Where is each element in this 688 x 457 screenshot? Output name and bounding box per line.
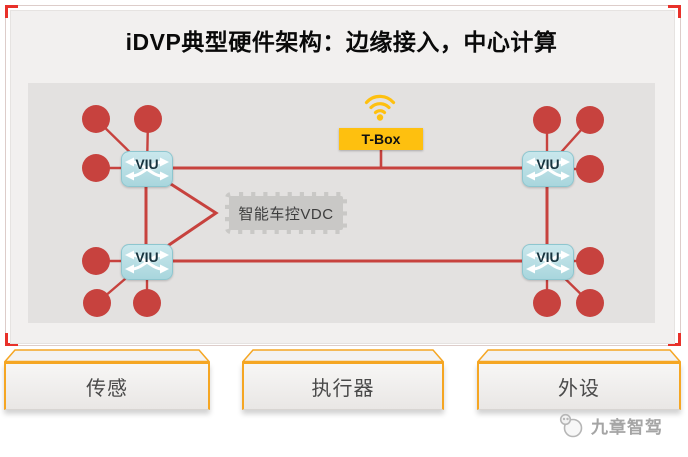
viu-label: VIU: [536, 156, 560, 172]
viu-node-bottom-left: VIU: [121, 244, 173, 280]
bottom-box-peripherals: 外设: [477, 349, 681, 410]
page-title: iDVP典型硬件架构：边缘接入，中心计算: [125, 29, 558, 55]
box-top-face: [242, 349, 444, 362]
frame-corner-top-left-icon: [5, 5, 18, 18]
vdc-chip-node: 智能车控VDC: [225, 192, 347, 234]
switch-arrows-icon: [125, 250, 169, 274]
red-dashed-frame: [5, 5, 681, 346]
brand-watermark-text: 九章智驾: [591, 418, 663, 437]
viu-node-top-left: VIU: [121, 151, 173, 187]
tbox-node: T-Box: [339, 128, 423, 150]
viu-label: VIU: [135, 249, 159, 265]
frame-corner-bottom-right-icon: [668, 333, 681, 346]
viu-label: VIU: [135, 156, 159, 172]
panda-logo-icon: [559, 413, 583, 438]
viu-node-bottom-right: VIU: [522, 244, 574, 280]
bottom-box-actuators: 执行器: [242, 349, 444, 410]
viu-node-top-right: VIU: [522, 151, 574, 187]
switch-arrows-icon: [125, 157, 169, 181]
frame-corner-top-right-icon: [668, 5, 681, 18]
box-top-face: [477, 349, 681, 362]
brand-watermark: 九章智驾: [558, 412, 663, 439]
bottom-box-label: 外设: [477, 362, 681, 410]
switch-arrows-icon: [526, 250, 570, 274]
viu-label: VIU: [536, 249, 560, 265]
bottom-box-sensors: 传感: [4, 349, 210, 410]
bottom-box-label: 执行器: [242, 362, 444, 410]
switch-arrows-icon: [526, 157, 570, 181]
box-top-face: [4, 349, 210, 362]
frame-corner-bottom-left-icon: [5, 333, 18, 346]
bottom-box-label: 传感: [4, 362, 210, 410]
